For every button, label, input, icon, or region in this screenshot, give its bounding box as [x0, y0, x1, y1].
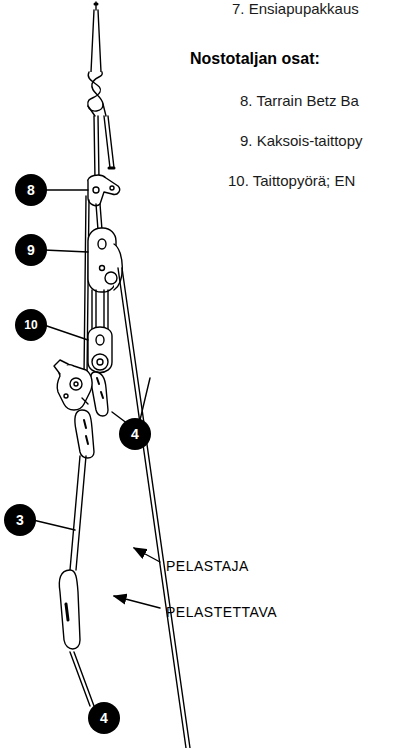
callout-number: 10	[15, 309, 47, 341]
callout-number: 8	[15, 174, 47, 206]
list-item: 10. Taittopyörä; EN	[228, 172, 355, 190]
list-item: 9. Kaksois-taittopy	[240, 132, 363, 150]
person-label: PELASTETTAVA	[166, 603, 277, 621]
callout-number: 3	[4, 504, 36, 536]
callout-number: 9	[15, 234, 47, 266]
list-item: 7. Ensiapupakkaus	[232, 0, 359, 18]
list-item: 8. Tarrain Betz Ba	[240, 92, 359, 110]
callout-number: 4	[88, 702, 120, 734]
person-label: PELASTAJA	[166, 557, 249, 575]
callout-number: 4	[119, 418, 151, 450]
list-heading: Nostotaljan osat:	[190, 50, 320, 68]
